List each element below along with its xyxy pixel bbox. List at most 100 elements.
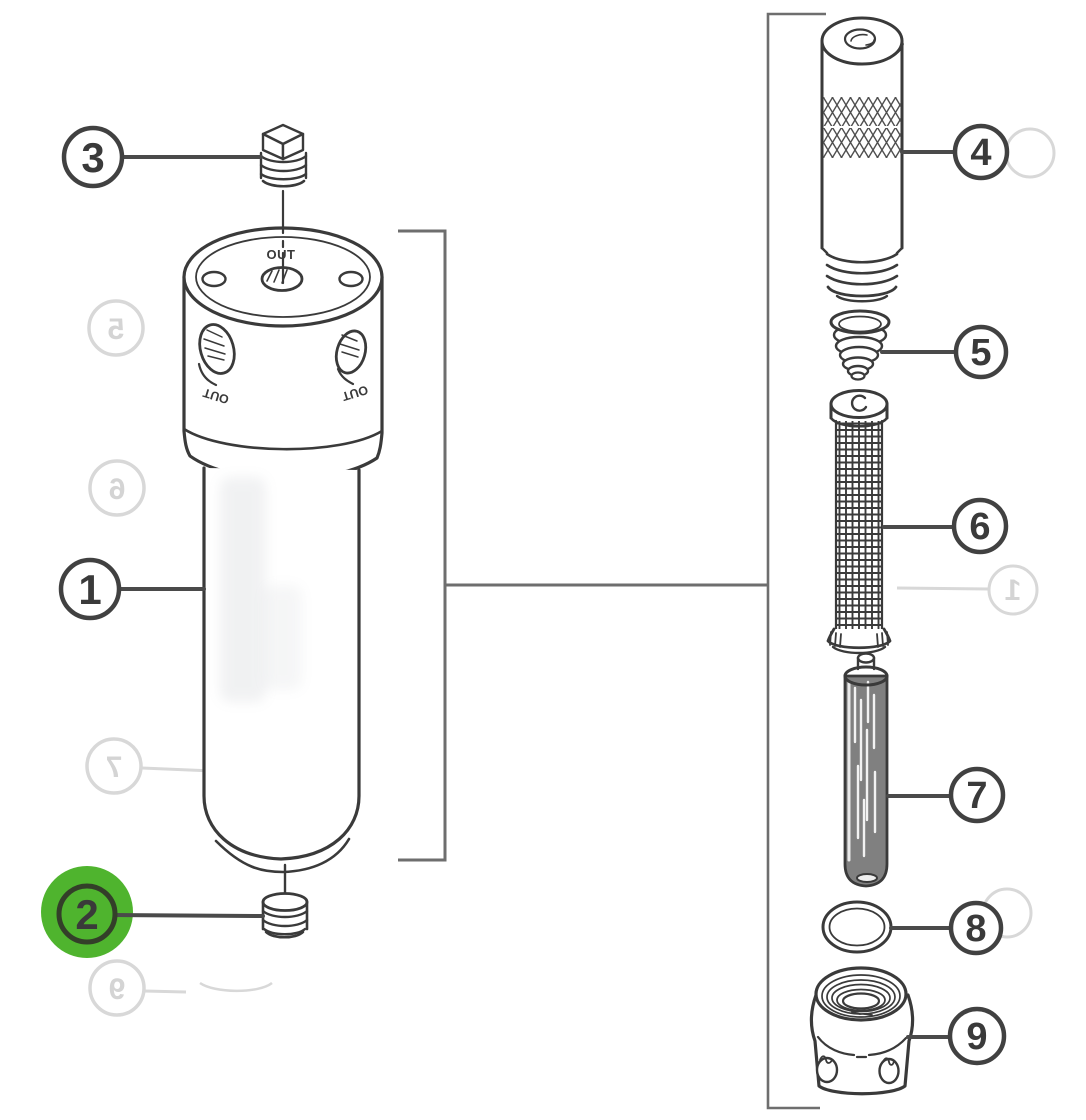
tube-streaks <box>853 680 877 858</box>
callout-1[interactable]: 1 <box>58 557 206 621</box>
canister-drawing <box>820 16 904 303</box>
callout-3-number: 3 <box>81 134 104 181</box>
ghost-leader-line <box>896 586 990 591</box>
ghost-number: 9 <box>109 973 126 1006</box>
ghost-number: 1 <box>1005 574 1022 607</box>
canister-thread-hole <box>843 28 877 50</box>
canister-sides <box>820 39 904 250</box>
callout-3-bubble[interactable] <box>61 125 125 189</box>
nut-bore-marks <box>851 1011 873 1016</box>
canister-top-face <box>820 16 904 66</box>
canister-bottom-arc <box>835 294 889 303</box>
callout-9-bubble[interactable] <box>947 1006 1007 1066</box>
bleedthrough-smudge <box>220 477 266 702</box>
ghost-callout-circle <box>87 299 145 357</box>
ghost-number: 7 <box>106 751 123 784</box>
ghost-callout-circle <box>88 959 146 1017</box>
spanner-hole-right-curl <box>882 1057 895 1066</box>
callout-3[interactable]: 3 <box>61 125 263 189</box>
mesh-element-drawing <box>826 389 892 655</box>
coil-foot <box>850 371 866 381</box>
o-ring-drawing <box>821 900 893 954</box>
callout-5-number: 5 <box>970 332 991 374</box>
out-port-left <box>197 323 236 387</box>
spanner-hole-left <box>815 1056 839 1084</box>
callout-7-bubble[interactable] <box>948 766 1006 824</box>
port-opening <box>198 323 236 375</box>
nut-thread-2 <box>826 979 896 1015</box>
bowl-bottom-seam-arc <box>214 837 351 874</box>
retaining-nut-drawing <box>809 966 915 1096</box>
nut-bore <box>841 992 881 1010</box>
callout-2-number: 2 <box>75 891 98 938</box>
callout-8-number: 8 <box>965 908 986 950</box>
plug-hex-right-face <box>281 132 305 161</box>
o-ring-inner <box>828 907 886 947</box>
nut-thread-1 <box>821 974 901 1018</box>
knurl-band-upper <box>823 97 901 126</box>
callout-4[interactable]: 4 <box>900 123 1010 181</box>
callout-2-highlight <box>41 866 133 958</box>
ghost-ellipse-mark <box>199 981 273 993</box>
tube-top-face <box>843 665 889 687</box>
right-parts-bracket <box>766 12 826 1110</box>
callout-5[interactable]: 5 <box>880 324 1009 380</box>
ghost-callout-circle <box>88 459 146 517</box>
callout-8-bubble[interactable] <box>948 900 1004 956</box>
canister-thread-ridges <box>825 252 899 286</box>
bleedthrough-smudge <box>264 585 302 690</box>
ghost-callout-circle <box>85 737 143 795</box>
head-top-face-inner-ring <box>195 236 371 318</box>
callout-6-number: 6 <box>969 506 990 548</box>
callout-5-bubble[interactable] <box>953 324 1009 380</box>
ghost-callout-circle <box>1004 127 1056 179</box>
ghost-leader-line <box>141 766 214 773</box>
plug-thread-ridges <box>259 154 308 181</box>
grouping-brackets <box>398 12 826 1110</box>
mesh-cap-center-hole <box>850 394 868 412</box>
knurl-band-lower <box>823 128 901 158</box>
port-hatch-marks <box>339 334 360 358</box>
callout-6-bubble[interactable] <box>951 497 1009 555</box>
canister-rim-arcs <box>823 43 904 61</box>
plug-bottom-arc <box>264 930 305 939</box>
port-hatch-marks <box>203 329 226 361</box>
coil-top-inner <box>838 315 882 333</box>
callout-4-number: 4 <box>970 132 991 174</box>
mesh-cap-bottom-arc <box>829 416 889 428</box>
callout-2-bubble[interactable] <box>56 883 118 945</box>
spanner-hole-right <box>878 1057 900 1085</box>
canister-thread-bottom <box>826 285 898 298</box>
head-bolt-hole-right <box>338 270 364 288</box>
ghost-number: 5 <box>108 313 125 346</box>
callout-9-number: 9 <box>966 1016 987 1058</box>
mesh-collar-hatch <box>829 631 889 648</box>
callout-7[interactable]: 7 <box>886 766 1006 824</box>
nut-shoulder-seam <box>816 1035 908 1059</box>
top-plug-drawing <box>259 123 308 285</box>
mesh-bottom-collar <box>826 627 892 650</box>
mesh-sides <box>834 419 884 632</box>
plug-bottom-arc <box>261 179 306 188</box>
filter-assembly-drawing: OUT OUT OUT <box>182 123 384 939</box>
tube-top-nub <box>856 652 876 664</box>
o-ring-outer <box>821 900 893 954</box>
port-lip-arc <box>336 367 355 386</box>
tube-bottom-tip <box>856 873 878 883</box>
callout-4-bubble[interactable] <box>952 123 1010 181</box>
callout-9[interactable]: 9 <box>906 1006 1007 1066</box>
inner-tube-drawing <box>843 652 889 888</box>
out-port-label-top: OUT <box>267 247 296 262</box>
callout-6[interactable]: 6 <box>882 497 1009 555</box>
callout-1-bubble[interactable] <box>58 557 122 621</box>
mesh-cap-sides <box>829 402 889 420</box>
drain-plug-drawing <box>261 863 309 939</box>
callout-7-number: 7 <box>966 775 987 817</box>
head-bolt-hole-left <box>201 270 227 288</box>
exploded-parts-column <box>809 16 915 1096</box>
ghost-number: 6 <box>109 473 126 506</box>
callout-8[interactable]: 8 <box>889 900 1004 956</box>
callout-2-highlighted[interactable]: 2 <box>41 866 265 958</box>
out-port-right <box>334 329 368 386</box>
nut-thread-4 <box>836 988 886 1012</box>
